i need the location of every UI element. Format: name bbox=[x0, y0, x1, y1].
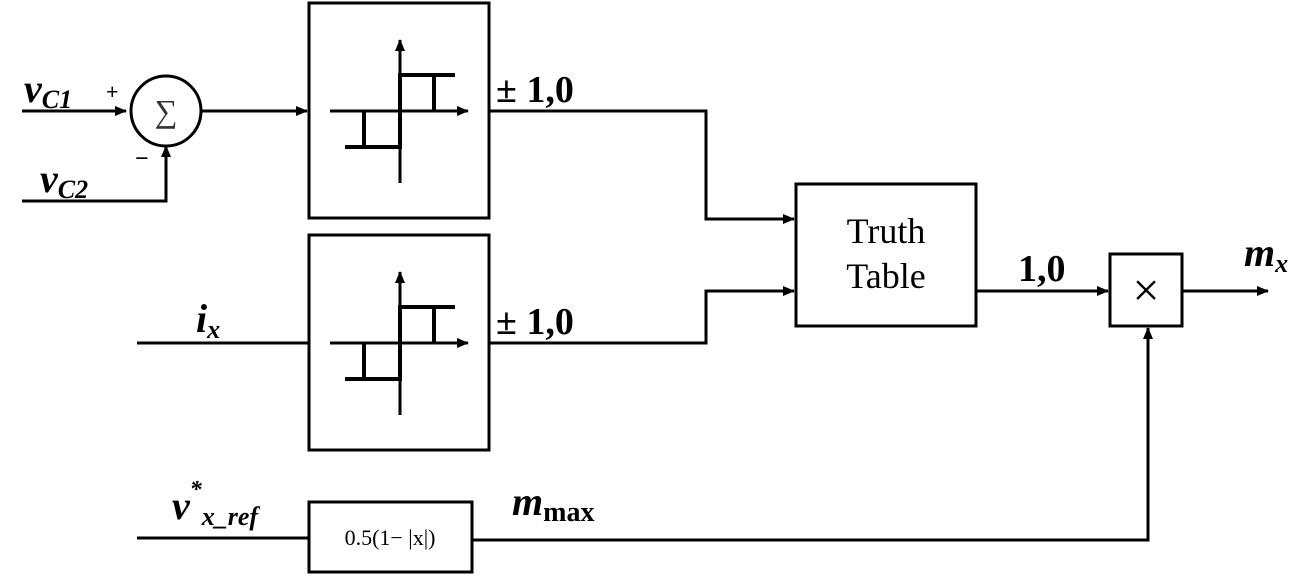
truth-table-block bbox=[794, 182, 978, 328]
output-mx-label: mx bbox=[1244, 230, 1288, 278]
hysteresis-curve-2 bbox=[330, 271, 469, 415]
hysteresis-1-output-label: ± 1,0 bbox=[496, 69, 574, 111]
multiplier-block bbox=[1108, 252, 1184, 328]
minus-sign: − bbox=[135, 146, 149, 172]
truth-table-label-line1: Truth bbox=[847, 211, 926, 251]
input-vref-label: v*x_ref bbox=[172, 477, 260, 531]
vc2-signal-line bbox=[22, 145, 171, 203]
hysteresis-curve-1 bbox=[330, 39, 469, 183]
input-vc2-label: vC2 bbox=[40, 156, 88, 204]
sum-symbol: ∑ bbox=[155, 93, 178, 129]
plus-sign: + bbox=[106, 79, 119, 104]
hysteresis-2-output-line bbox=[489, 286, 795, 345]
truth-table-output-label: 1,0 bbox=[1018, 248, 1066, 290]
limiter-expression: 0.5(1− |x|) bbox=[345, 525, 436, 550]
input-vc1-label: vC1 bbox=[24, 66, 72, 114]
limiter-block bbox=[307, 500, 474, 574]
multiply-icon: × bbox=[1132, 264, 1159, 317]
input-ix-label: ix bbox=[196, 296, 220, 344]
mmax-signal-line bbox=[472, 327, 1153, 542]
hysteresis-1-output-line bbox=[489, 109, 795, 224]
mmax-label: mmax bbox=[512, 479, 594, 528]
hysteresis-2-output-label: ± 1,0 bbox=[496, 301, 574, 343]
truth-table-label-line2: Table bbox=[846, 256, 925, 296]
